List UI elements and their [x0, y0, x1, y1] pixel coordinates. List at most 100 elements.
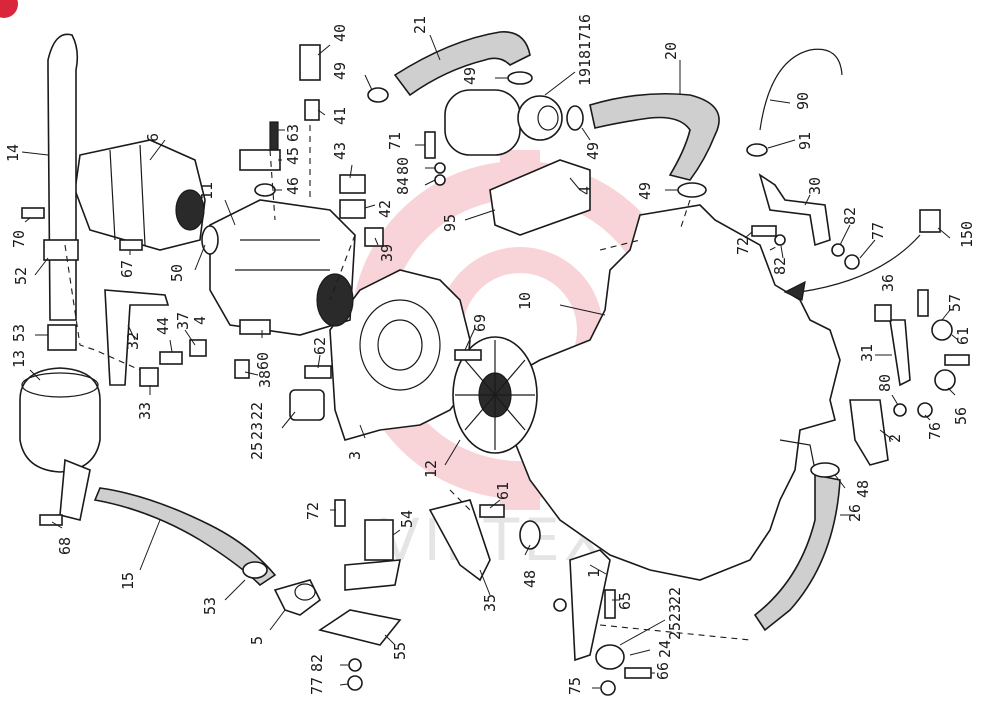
label-91: 91 [796, 132, 814, 150]
label-57: 57 [946, 294, 964, 312]
label-65: 65 [616, 592, 634, 610]
label-61b: 61 [954, 327, 972, 345]
bracket-35 [428, 499, 491, 582]
label-71: 71 [386, 132, 404, 150]
label-49c: 49 [584, 142, 602, 160]
intake-hose-upper [393, 31, 531, 97]
hydraulic-pump [74, 139, 206, 251]
label-1: 1 [585, 569, 603, 578]
label-17: 17 [576, 32, 594, 50]
label-4: 4 [576, 186, 594, 195]
label-66: 66 [654, 662, 672, 680]
label-54: 54 [398, 510, 416, 528]
label-15: 15 [119, 572, 137, 590]
exhaust-elbow [273, 579, 322, 616]
label-42: 42 [376, 200, 394, 218]
label-30: 30 [806, 177, 824, 195]
label-80a: 80 [394, 157, 412, 175]
breather-hose [759, 48, 843, 131]
label-37: 37 [174, 312, 192, 330]
label-75: 75 [566, 677, 584, 695]
corner-badge-icon [0, 0, 18, 18]
label-70: 70 [10, 230, 28, 248]
label-61a: 61 [494, 482, 512, 500]
radiator-hose [753, 474, 841, 632]
label-13: 13 [10, 350, 28, 368]
label-60: 60 [254, 352, 272, 370]
arrow-head-icon [783, 280, 806, 301]
label-150: 150 [958, 221, 976, 248]
label-52: 52 [12, 267, 30, 285]
bracket-2 [849, 399, 889, 466]
label-50: 50 [168, 264, 186, 282]
exhaust-pipe [43, 33, 79, 351]
bracket-55 [318, 609, 402, 646]
label-53b: 53 [201, 597, 219, 615]
label-48a: 48 [521, 570, 539, 588]
label-3: 3 [346, 451, 364, 460]
air-cleaner [444, 89, 563, 156]
label-77b: 77 [308, 677, 326, 695]
label-6: 6 [144, 133, 162, 142]
label-22b: 22 [666, 587, 684, 605]
label-68: 68 [56, 537, 74, 555]
label-72b: 72 [734, 237, 752, 255]
label-49b: 49 [461, 67, 479, 85]
label-46: 46 [284, 177, 302, 195]
sensor-cable [799, 234, 921, 293]
intake-hose-lower [589, 92, 720, 181]
engine-mount-1 [569, 549, 611, 662]
label-82b: 82 [771, 257, 789, 275]
label-43: 43 [331, 142, 349, 160]
label-21: 21 [411, 16, 429, 34]
muffler [19, 367, 101, 521]
label-41: 41 [331, 107, 349, 125]
label-36: 36 [879, 274, 897, 292]
label-90: 90 [794, 92, 812, 110]
label-69: 69 [471, 314, 489, 332]
label-32: 32 [124, 332, 142, 350]
filter-bracket [489, 159, 591, 236]
label-44: 44 [154, 317, 172, 335]
label-18: 18 [576, 50, 594, 68]
label-5: 5 [248, 636, 266, 645]
label-62: 62 [311, 337, 329, 355]
label-67: 67 [118, 260, 136, 278]
callouts: 1 2 3 4 4 5 6 10 11 12 13 14 15 16 17 18… [4, 14, 976, 695]
label-77a: 77 [869, 222, 887, 240]
label-10: 10 [516, 292, 534, 310]
label-55: 55 [391, 642, 409, 660]
label-23b: 23 [666, 604, 684, 622]
label-14: 14 [4, 144, 22, 162]
cushion-left [289, 389, 325, 421]
coupling-disc [452, 336, 538, 454]
label-11: 11 [198, 182, 216, 200]
label-53a: 53 [10, 324, 28, 342]
label-40: 40 [331, 24, 349, 42]
label-48b: 48 [854, 480, 872, 498]
label-4b: 4 [191, 316, 209, 325]
relay-assembly [344, 519, 401, 591]
label-95: 95 [441, 214, 459, 232]
label-56: 56 [952, 407, 970, 425]
label-82c: 82 [308, 654, 326, 672]
label-76: 76 [926, 422, 944, 440]
label-24: 24 [656, 640, 674, 658]
bracket-30 [758, 173, 831, 247]
label-12: 12 [422, 460, 440, 478]
label-19: 19 [576, 68, 594, 86]
assembly-lines [64, 125, 781, 641]
label-82a: 82 [841, 207, 859, 225]
label-49a: 49 [331, 62, 349, 80]
cushion-right [595, 644, 625, 670]
label-45: 45 [284, 147, 302, 165]
label-80b: 80 [876, 374, 894, 392]
label-2: 2 [886, 434, 904, 443]
label-31: 31 [858, 344, 876, 362]
bracket-31 [889, 319, 911, 387]
label-38: 38 [256, 370, 274, 388]
label-39: 39 [378, 244, 396, 262]
label-26: 26 [846, 504, 864, 522]
